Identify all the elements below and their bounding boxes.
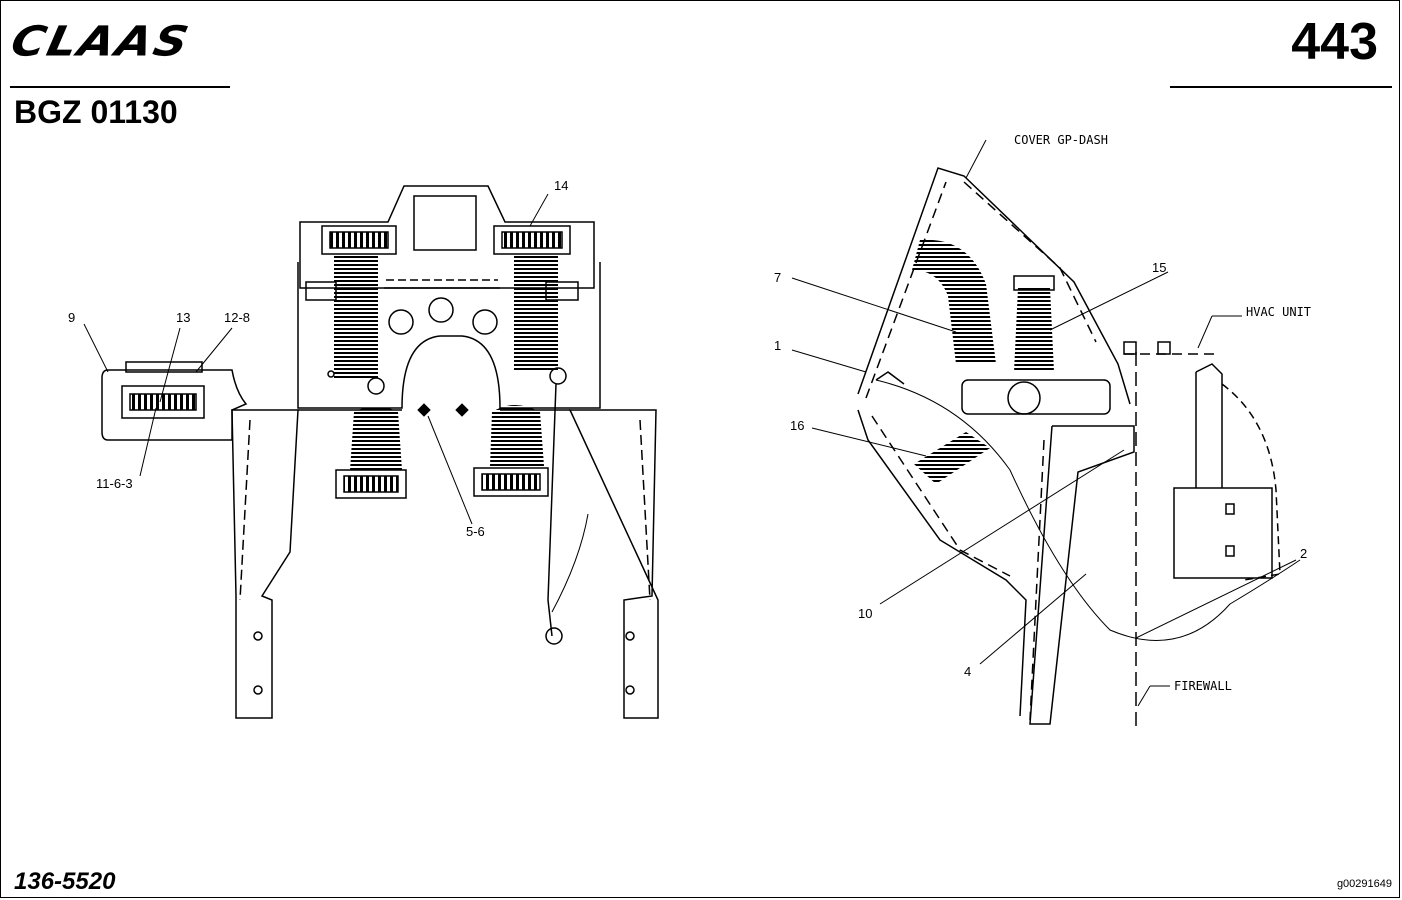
vertical-duct bbox=[1014, 288, 1054, 372]
note-cover-gp-dash: COVER GP-DASH bbox=[1014, 133, 1108, 147]
callout-10: 10 bbox=[858, 606, 872, 621]
manifold bbox=[961, 379, 1111, 415]
left-floor-hose bbox=[350, 406, 402, 470]
document-code: BGZ 01130 bbox=[14, 94, 178, 130]
upper-duct bbox=[912, 239, 996, 364]
lower-duct bbox=[914, 432, 990, 484]
display-panel bbox=[413, 195, 477, 251]
dash-support bbox=[1029, 425, 1135, 725]
dash-body bbox=[297, 262, 601, 409]
callout-15: 15 bbox=[1152, 260, 1166, 275]
callout-11-6-3: 11-6-3 bbox=[96, 476, 133, 491]
logo-underline bbox=[10, 86, 230, 88]
right-floor-vent bbox=[473, 467, 549, 497]
right-hose bbox=[514, 256, 558, 372]
callout-12-8: 12-8 bbox=[224, 310, 250, 325]
callout-4: 4 bbox=[964, 664, 971, 679]
page-number: 443 bbox=[1291, 13, 1378, 71]
top-right-vent bbox=[493, 225, 571, 255]
right-view bbox=[791, 139, 1301, 728]
cover-gp-dash bbox=[857, 167, 1131, 405]
callout-16: 16 bbox=[790, 418, 804, 433]
right-notes: COVER GP-DASH HVAC UNIT FIREWALL bbox=[1014, 133, 1311, 693]
note-hvac-unit: HVAC UNIT bbox=[1246, 305, 1311, 319]
left-callouts: 14 9 13 12-8 11-6-3 5-6 bbox=[68, 178, 568, 539]
page-number-underline bbox=[1170, 86, 1392, 88]
callout-2: 2 bbox=[1300, 546, 1307, 561]
callout-13: 13 bbox=[176, 310, 190, 325]
right-floor-hose bbox=[490, 405, 544, 466]
image-code: g00291649 bbox=[1336, 878, 1392, 890]
hvac-unit bbox=[1173, 487, 1273, 579]
right-pillar bbox=[568, 409, 659, 719]
callout-5-6: 5-6 bbox=[466, 524, 485, 539]
right-callouts: 7 15 1 16 10 4 2 bbox=[774, 260, 1307, 679]
part-number: 136-5520 bbox=[14, 868, 116, 895]
callout-1: 1 bbox=[774, 338, 781, 353]
callout-7: 7 bbox=[774, 270, 781, 285]
note-firewall: FIREWALL bbox=[1174, 679, 1232, 693]
top-left-vent bbox=[321, 225, 397, 255]
left-pillar bbox=[231, 409, 299, 719]
left-hose bbox=[334, 256, 378, 380]
left-view bbox=[83, 185, 659, 719]
callout-9: 9 bbox=[68, 310, 75, 325]
left-floor-vent bbox=[335, 469, 407, 499]
detail-inset bbox=[101, 369, 248, 441]
callout-14: 14 bbox=[554, 178, 568, 193]
